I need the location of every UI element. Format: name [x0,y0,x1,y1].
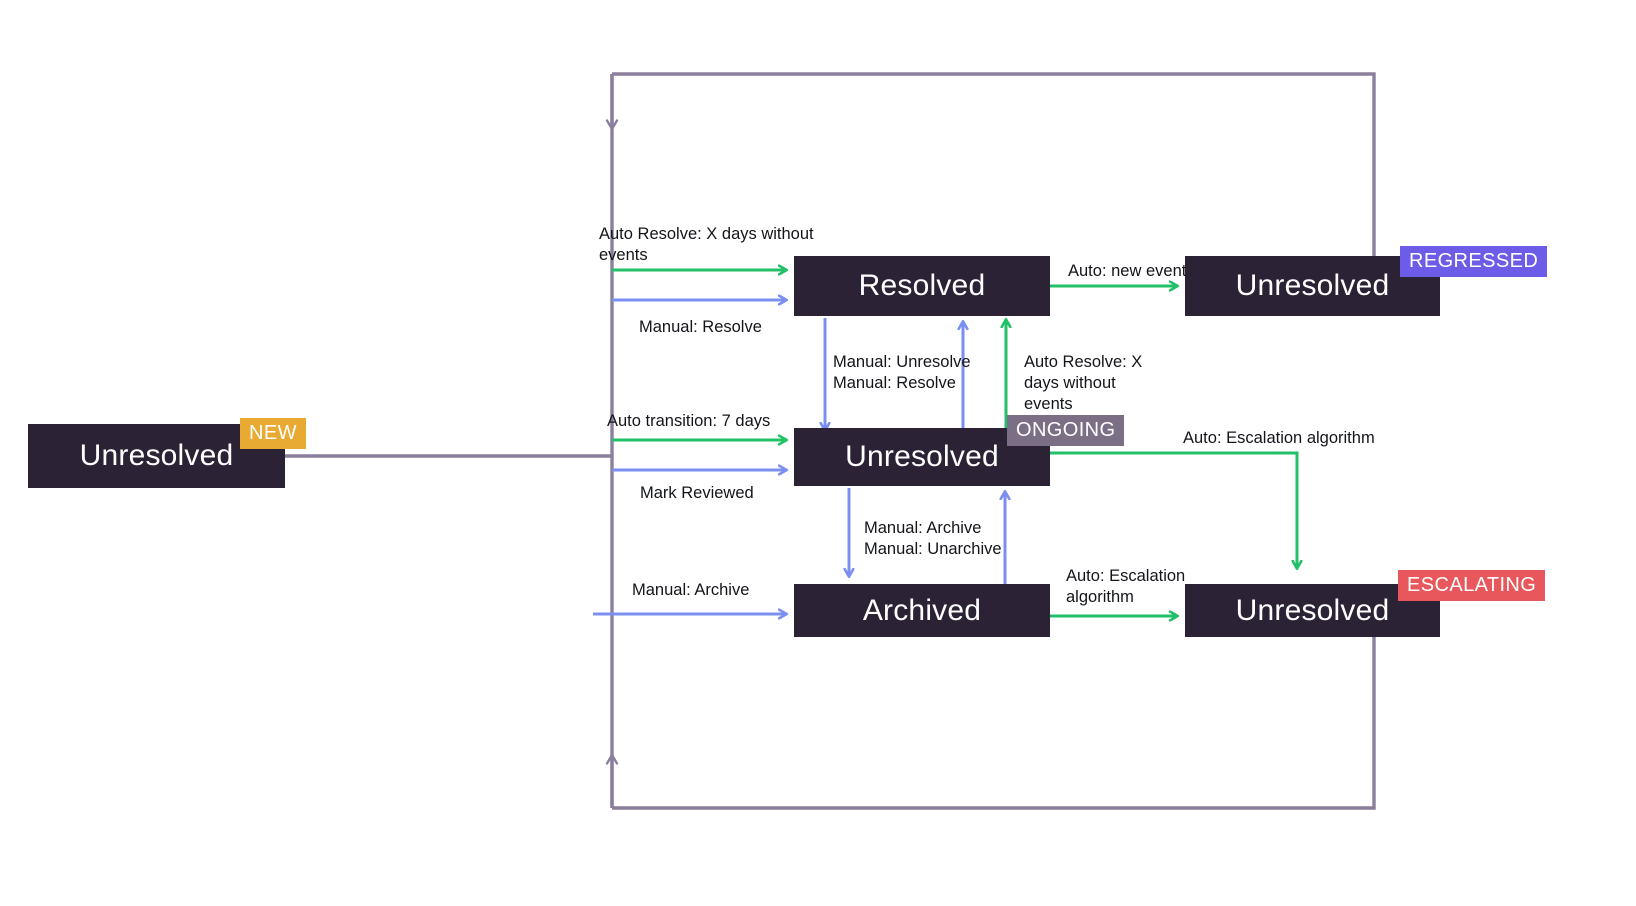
state-box-resolved[interactable]: Resolved [794,256,1050,316]
edge-label-mark-reviewed: Mark Reviewed [640,484,754,502]
state-box-unresolved-escalating[interactable]: Unresolved [1185,584,1440,637]
edge-escalating-loopback [612,637,1376,810]
state-box-unresolved-regressed[interactable]: Unresolved [1185,256,1440,316]
status-badge-ongoing: ONGOING [1007,415,1125,446]
edge-label-manual-unresolve-resolve: Manual: Unresolve Manual: Resolve [833,353,971,393]
edge-label-auto-escalation-algorithm-top: Auto: Escalation algorithm [1183,429,1375,447]
status-badge-escalating: ESCALATING [1398,570,1546,601]
edge-label-manual-archive-unarchive: Manual: Archive Manual: Unarchive [864,519,1002,559]
edge-label-auto-resolve-x-days: Auto Resolve: X days without events [599,225,814,265]
state-label: Unresolved [79,439,234,472]
status-badge-regressed: REGRESSED [1400,246,1548,277]
state-label: Resolved [858,269,986,302]
state-box-archived[interactable]: Archived [794,584,1050,637]
edge-label-auto-new-event: Auto: new event [1068,262,1187,280]
edge-ongoing-to-escalating [1050,451,1297,568]
edge-label-manual-archive: Manual: Archive [632,581,750,599]
edge-label-auto-escalation-algorithm-bottom: Auto: Escalation algorithm [1066,567,1186,607]
status-badge-new: NEW [240,418,306,449]
edge-label-auto-resolve-x-days-vertical: Auto Resolve: X days without events [1024,353,1143,414]
state-label: Unresolved [1235,593,1390,627]
edge-label-auto-transition-7-days: Auto transition: 7 days [607,412,771,430]
edge-label-manual-resolve: Manual: Resolve [639,318,762,336]
state-label: Unresolved [1235,269,1390,302]
state-label: Archived [862,593,982,627]
state-label: Unresolved [845,440,999,473]
